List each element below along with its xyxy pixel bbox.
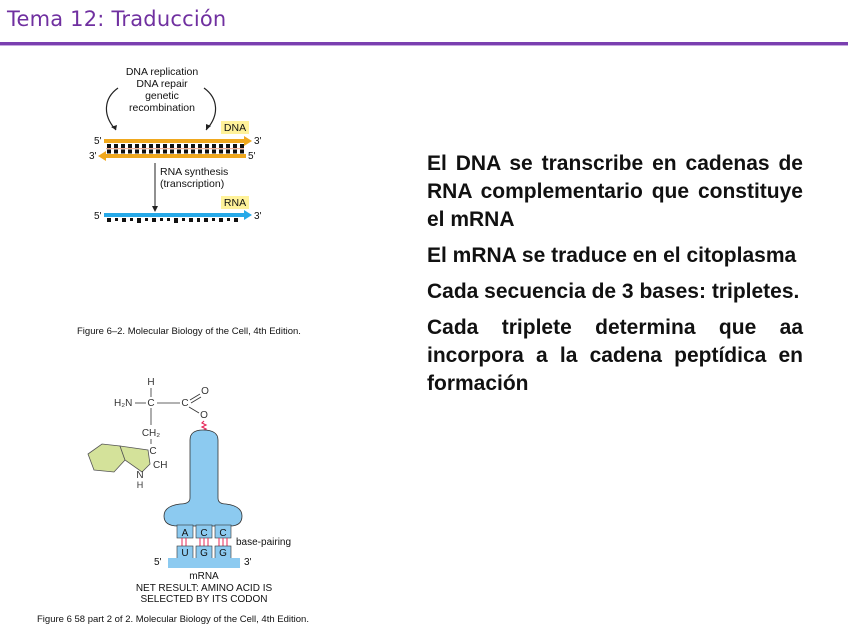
slide-title: Tema 12: Traducción — [7, 7, 227, 31]
dna-transcription-figure: DNA replication DNA repair genetic recom… — [89, 66, 262, 223]
title-divider — [0, 42, 848, 45]
curved-arrow-left-icon — [105, 87, 119, 131]
dna-top-5-label: 5' — [94, 136, 102, 147]
loop-label-4: recombination — [129, 102, 195, 114]
hydrogen-bonds — [181, 538, 228, 546]
synthesis-label-1: RNA synthesis — [160, 166, 228, 178]
trna-codon-figure: H H₂N C C O O CH₂ C CH N H A C C base-pa… — [87, 377, 291, 605]
paragraph-1: El DNA se transcribe en cadenas de RNA c… — [427, 152, 803, 231]
benzene-ring-icon — [87, 443, 126, 473]
pyrrole-ring-icon — [119, 445, 151, 473]
dna-top-3-label: 3' — [254, 136, 262, 147]
mrna-3-label: 3' — [244, 557, 252, 568]
slide-body-text: El DNA se transcribe en cadenas de RNA c… — [427, 150, 803, 406]
dna-tag-bg — [221, 121, 249, 134]
h2n-group: H₂N — [114, 398, 132, 409]
ch2-group: CH₂ — [142, 428, 160, 439]
ring-nitrogen: N — [136, 470, 143, 481]
rna-strand — [104, 210, 252, 223]
title-divider-shadow — [0, 45, 848, 46]
figure2-caption: Figure 6 58 part 2 of 2. Molecular Biolo… — [37, 614, 309, 625]
anticodon-base-1: A — [182, 528, 189, 539]
synthesis-label-2: (transcription) — [160, 178, 224, 190]
paragraph-2: El mRNA se traduce en el citoplasma — [427, 244, 797, 267]
mrna-5-label: 5' — [154, 557, 162, 568]
alpha-carbon: C — [147, 398, 154, 409]
dna-tag: DNA — [224, 122, 246, 134]
trna-body — [163, 429, 243, 527]
mrna-strand — [168, 558, 240, 568]
dna-bot-3-label: 3' — [89, 151, 97, 162]
transcription-arrow-icon — [152, 163, 158, 212]
h-atom: H — [147, 377, 154, 388]
rna-5-label: 5' — [94, 211, 102, 222]
codon-base-2: G — [200, 548, 208, 559]
paragraph-3: Cada secuencia de 3 bases: tripletes. — [427, 280, 800, 303]
curved-arrow-right-icon — [203, 87, 217, 131]
loop-label-2: DNA repair — [136, 78, 188, 90]
ring-hydrogen: H — [137, 480, 144, 490]
rna-tag: RNA — [224, 197, 246, 209]
ring-carbon: C — [149, 446, 156, 457]
codon-base-3: G — [219, 548, 227, 559]
dna-bot-5-label: 5' — [248, 151, 256, 162]
dna-double-strand — [98, 136, 252, 161]
figure1-caption: Figure 6–2. Molecular Biology of the Cel… — [77, 326, 301, 337]
anticodon-base-2: C — [200, 528, 207, 539]
carboxyl-carbon: C — [181, 398, 188, 409]
loop-label-1: DNA replication — [126, 66, 199, 78]
rna-3-label: 3' — [254, 211, 262, 222]
codon-base-1: U — [181, 548, 188, 559]
anticodon-base-3: C — [219, 528, 226, 539]
mrna-label: mRNA — [189, 571, 219, 582]
ring-ch: CH — [153, 460, 167, 471]
paragraph-4: Cada triplete determina que aa incorpora… — [427, 316, 803, 395]
double-bond-oxygen: O — [201, 386, 209, 397]
base-pairing-label: base-pairing — [236, 537, 291, 548]
result-line-1: NET RESULT: AMINO ACID IS — [136, 583, 273, 594]
ester-oxygen: O — [200, 410, 208, 421]
result-line-2: SELECTED BY ITS CODON — [140, 594, 267, 605]
rna-tag-bg — [221, 196, 249, 209]
loop-label-3: genetic — [145, 90, 179, 102]
